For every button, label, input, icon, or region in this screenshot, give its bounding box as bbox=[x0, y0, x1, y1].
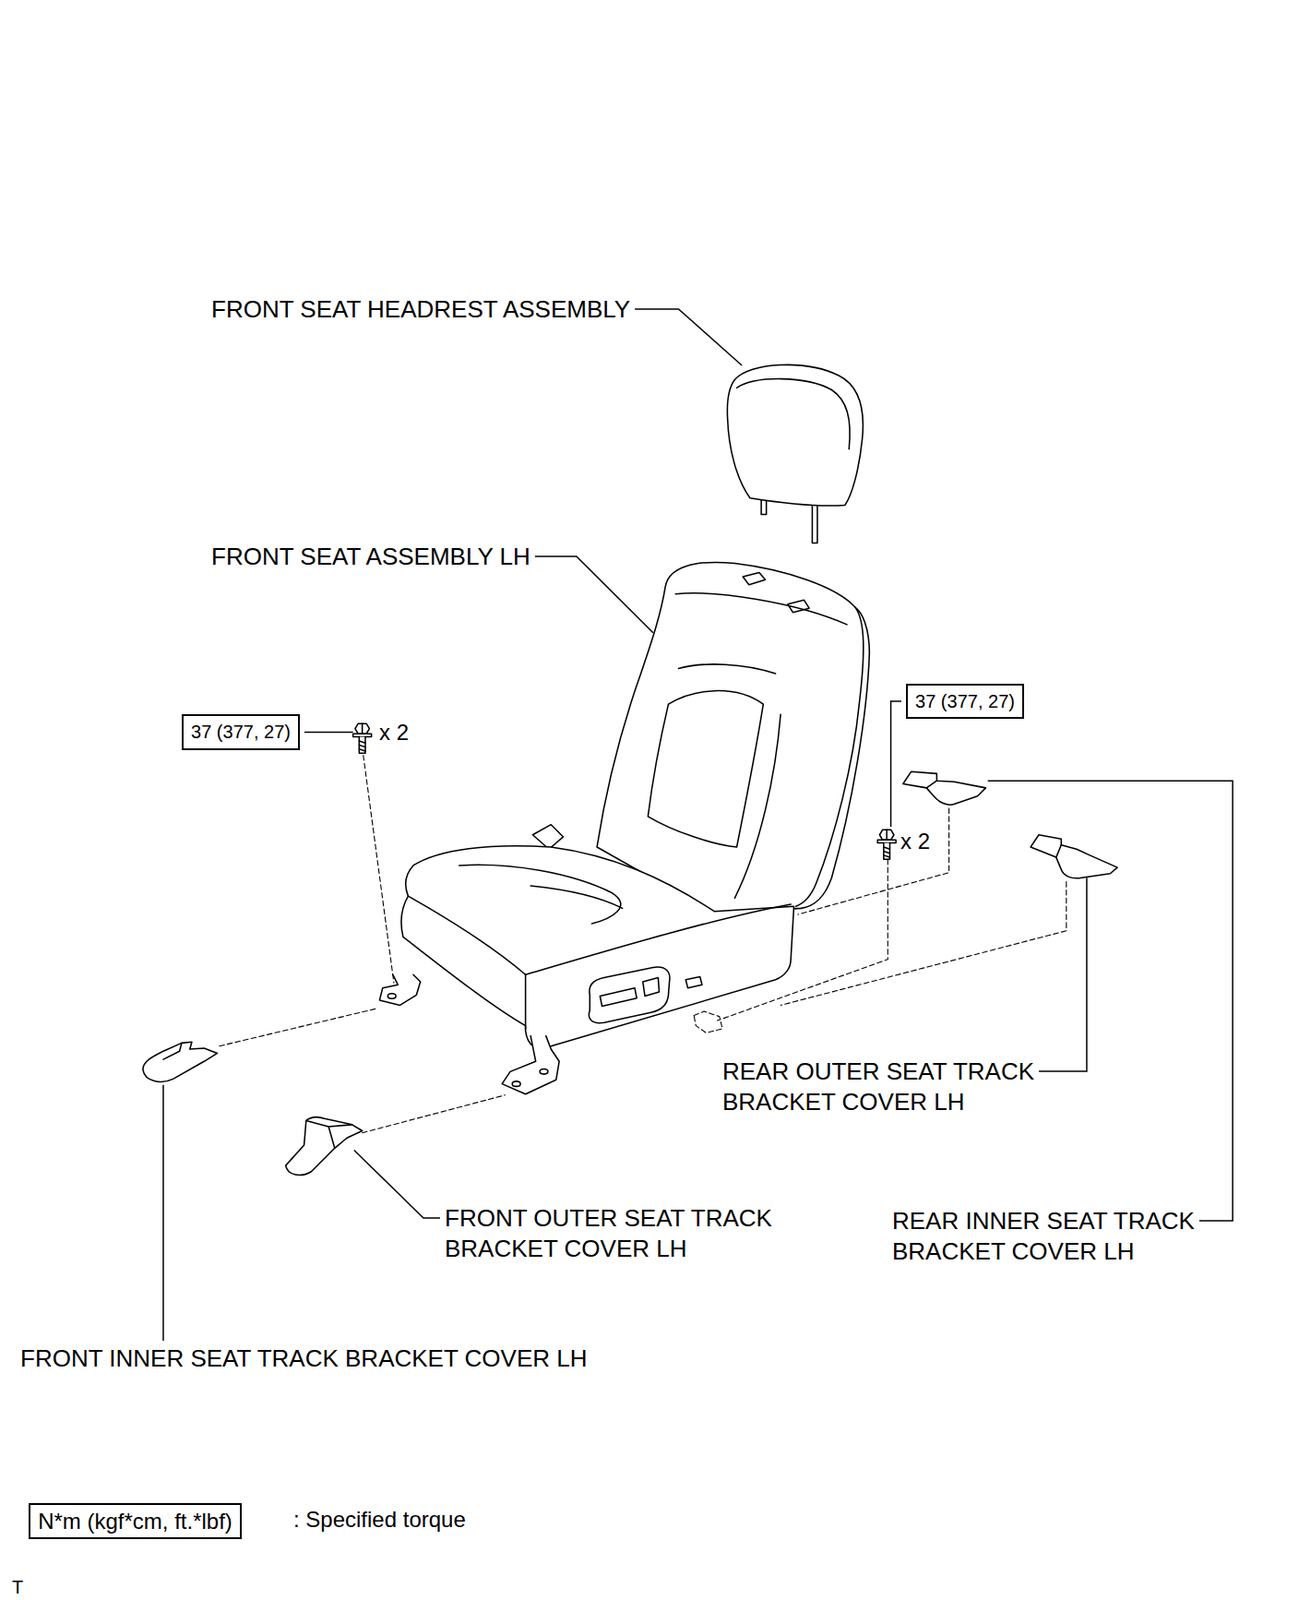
leader-line bbox=[535, 556, 654, 633]
rear-outer-cover bbox=[1056, 845, 1062, 858]
bolt-hole bbox=[539, 1069, 549, 1075]
bolt-symbol bbox=[877, 829, 896, 859]
cushion-line bbox=[530, 885, 623, 908]
bolt-hole bbox=[387, 993, 396, 1000]
part-name: FRONT SEAT ASSEMBLY LH bbox=[211, 541, 531, 573]
track-cover bbox=[143, 771, 1118, 1175]
front-inner-cover bbox=[163, 1042, 182, 1060]
dashed-guide bbox=[362, 1095, 506, 1133]
torque-value: 37 (377, 27) bbox=[915, 685, 1015, 717]
legend-text: : Specified torque bbox=[293, 1506, 466, 1533]
part-name: REAR INNER SEAT TRACK BRACKET COVER LH bbox=[892, 1205, 1262, 1267]
headrest-line bbox=[737, 379, 851, 450]
headrest-outline bbox=[726, 364, 863, 506]
torque-box: 37 (377, 27) bbox=[905, 683, 1025, 719]
part-name: FRONT SEAT HEADREST ASSEMBLY bbox=[211, 294, 631, 325]
quantity: x 2 bbox=[379, 719, 409, 746]
hidden-bracket bbox=[693, 1011, 723, 1033]
dashed-guide bbox=[363, 754, 394, 983]
seat-switch bbox=[599, 988, 637, 1007]
cushion-outline bbox=[401, 846, 794, 1049]
torque-value: N*m (kgf*cm, ft.*lbf) bbox=[37, 1504, 233, 1538]
corner-mark: T bbox=[11, 1575, 24, 1598]
quantity: x 2 bbox=[900, 828, 930, 855]
leader-line bbox=[988, 780, 1233, 1221]
headrest-drawing bbox=[726, 364, 863, 543]
headrest-hole bbox=[787, 599, 810, 612]
torque-box: 37 (377, 27) bbox=[181, 714, 300, 751]
rear-inner-cover bbox=[903, 771, 987, 805]
part-name: REAR OUTER SEAT TRACK BRACKET COVER LH bbox=[722, 1056, 1092, 1118]
seat-track-leg bbox=[501, 1036, 560, 1095]
belt-buckle bbox=[532, 824, 563, 850]
rear-inner-cover bbox=[926, 780, 937, 788]
part-name: FRONT INNER SEAT TRACK BRACKET COVER LH bbox=[20, 1343, 588, 1374]
seat-back-outline bbox=[596, 561, 870, 913]
seat-back-line bbox=[796, 607, 864, 906]
leader-line bbox=[304, 731, 354, 734]
seat-switch bbox=[588, 966, 670, 1024]
dashed-guide bbox=[780, 881, 1067, 1006]
seat-back-line bbox=[675, 593, 847, 625]
seat-track-leg bbox=[379, 974, 420, 1005]
leader-line bbox=[162, 1084, 165, 1341]
seat-drawing bbox=[143, 364, 1118, 1175]
seat-track-leg bbox=[379, 974, 560, 1094]
part-name: FRONT OUTER SEAT TRACK BRACKET COVER LH bbox=[444, 1203, 814, 1264]
cushion-line bbox=[459, 864, 621, 924]
bolt-symbol bbox=[353, 723, 372, 753]
front-inner-cover bbox=[143, 1041, 218, 1082]
leader-line bbox=[891, 701, 902, 827]
seat-cushion-drawing bbox=[401, 846, 794, 1049]
front-outer-cover bbox=[306, 1120, 353, 1148]
rear-outer-cover bbox=[1030, 834, 1118, 879]
dashed-guide bbox=[219, 1008, 378, 1047]
cushion-line bbox=[525, 904, 792, 975]
leader-line bbox=[1038, 877, 1087, 1072]
front-outer-cover bbox=[286, 1117, 363, 1176]
seat-back-panel bbox=[647, 691, 763, 847]
leader-line bbox=[354, 1150, 441, 1218]
cushion-line bbox=[407, 895, 525, 975]
seat-back-line bbox=[679, 664, 776, 674]
headrest-post bbox=[811, 501, 818, 543]
headrest-hole bbox=[742, 572, 765, 584]
cushion-line bbox=[524, 974, 527, 1029]
seat-button bbox=[685, 976, 703, 988]
seat-back-line bbox=[734, 714, 781, 898]
legend-box: N*m (kgf*cm, ft.*lbf) bbox=[28, 1502, 242, 1539]
bolt-hole bbox=[512, 1081, 521, 1087]
seat-switch bbox=[643, 977, 660, 997]
torque-value: 37 (377, 27) bbox=[190, 715, 291, 749]
leader-line bbox=[634, 309, 742, 366]
